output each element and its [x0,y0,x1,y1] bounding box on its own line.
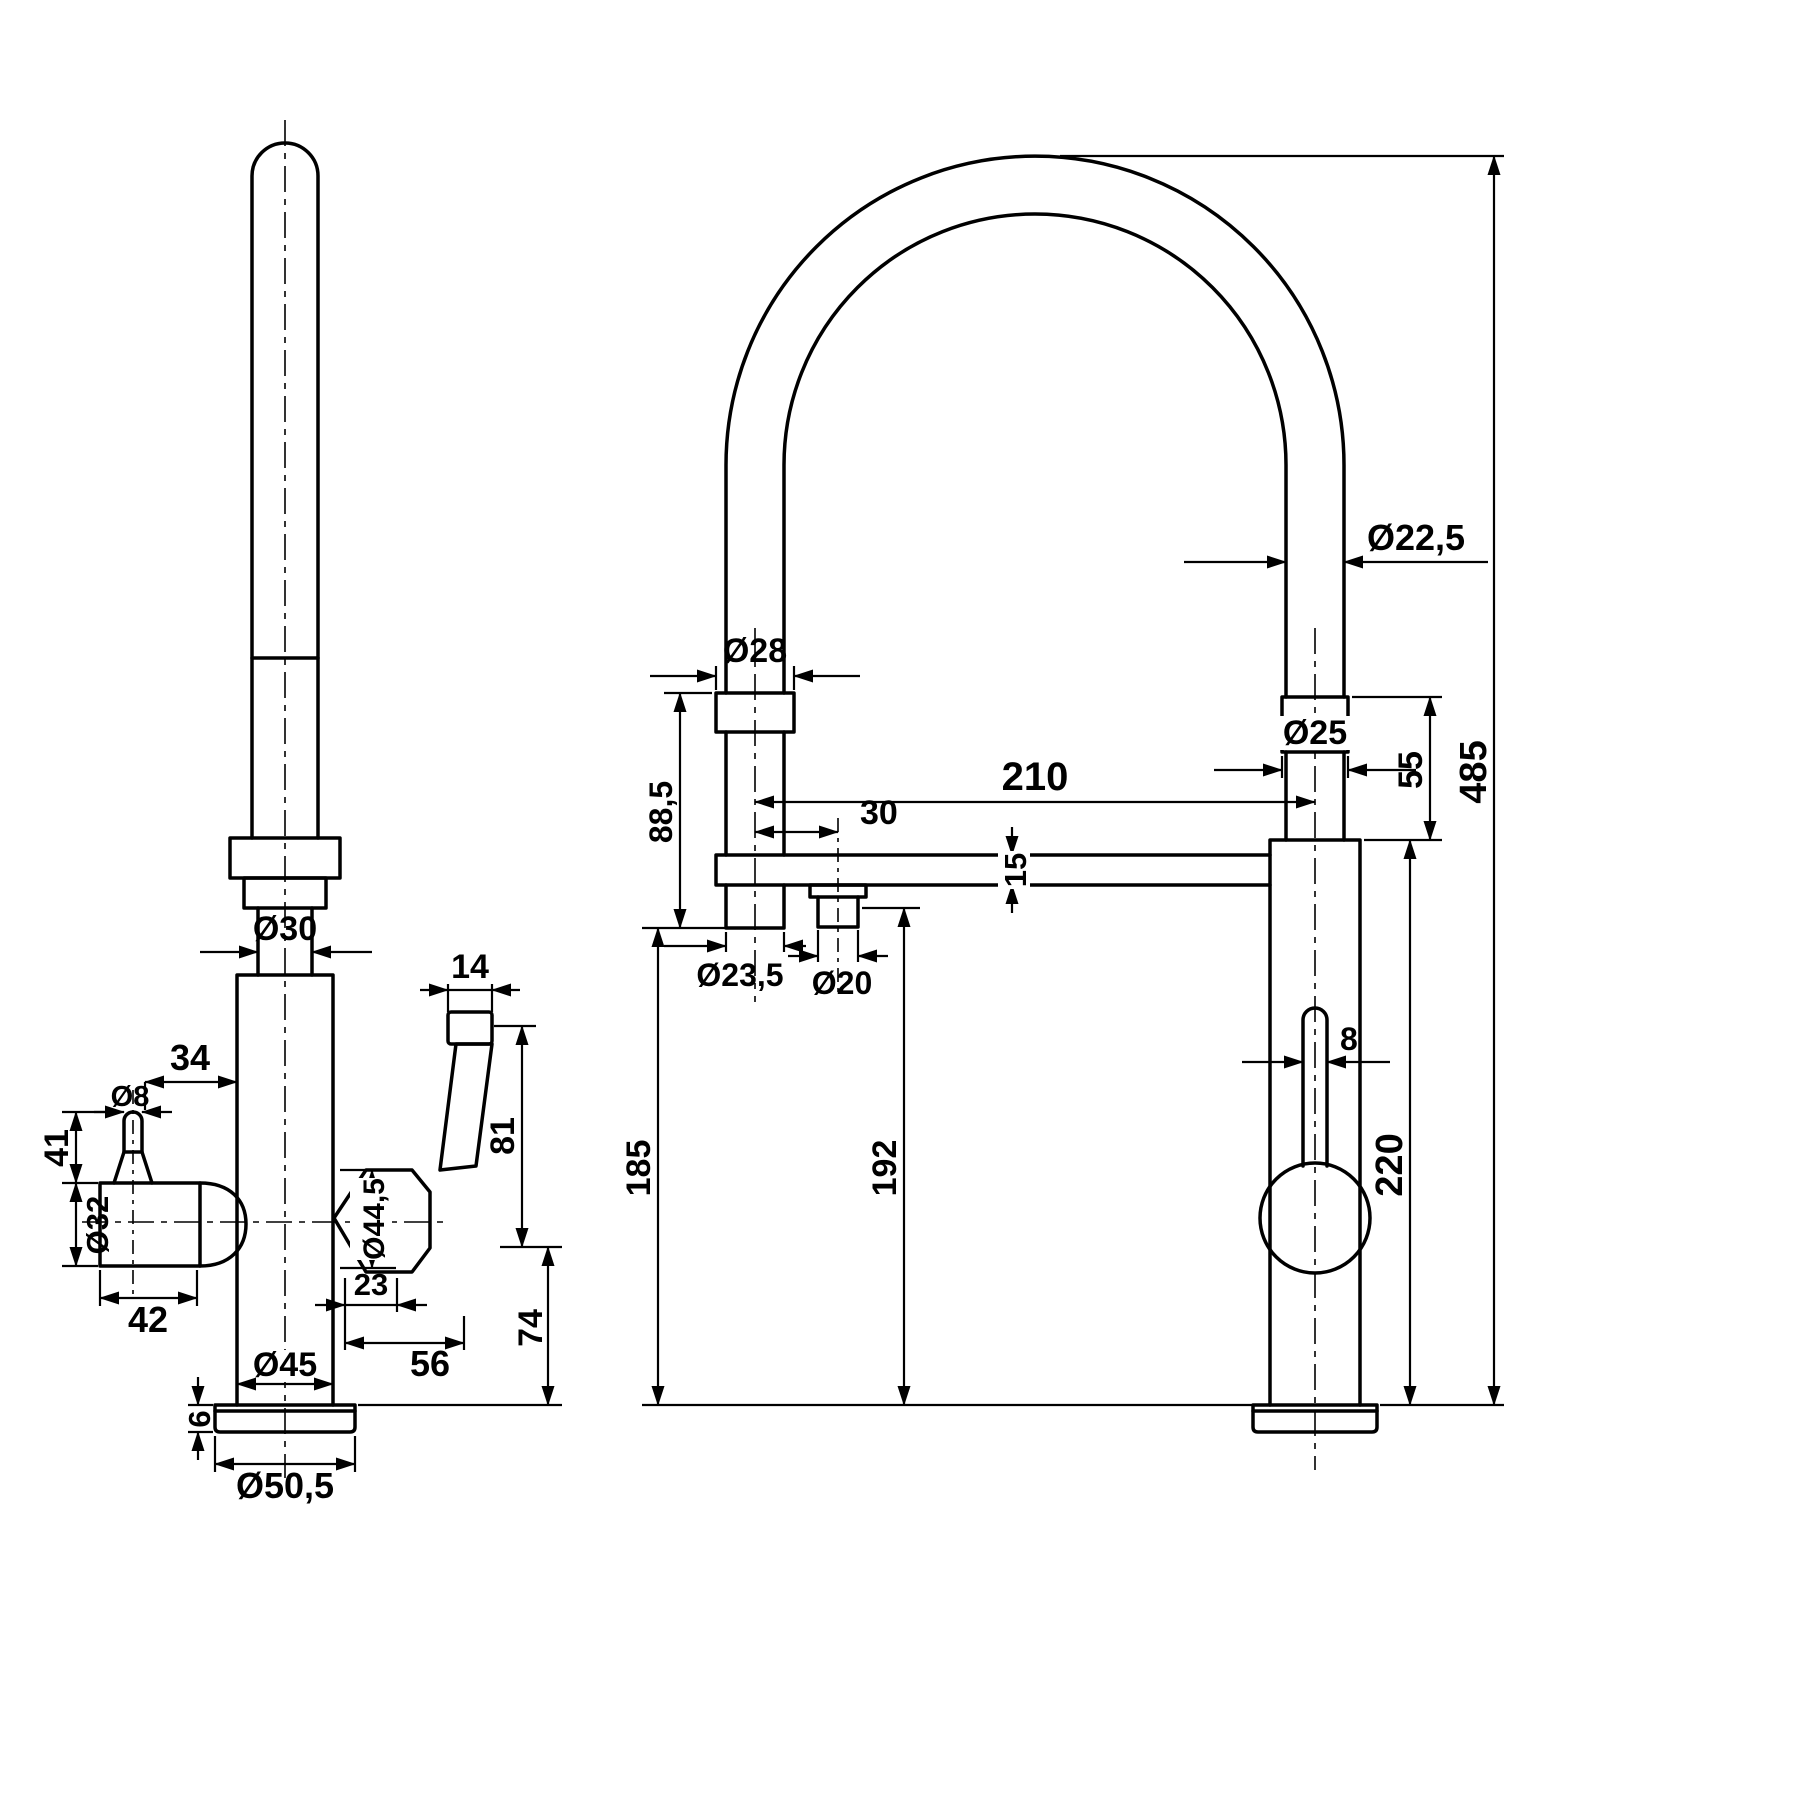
dim-label-cone-offset: 23 [354,1267,388,1302]
dim-label-nipple-diameter: Ø20 [812,965,872,1001]
right-base-flange [1251,1403,1379,1434]
handle-stick [1301,1006,1329,1168]
left-view-dimensions [62,945,562,1472]
right-view-centerlines [754,628,1316,1470]
side-valve-block [98,1181,202,1268]
dim-label-hose-end: Ø23,5 [696,957,783,993]
dim-label-total-height: 485 [1453,740,1495,803]
hose-inner-arc [782,212,1288,699]
hose-outer-arc [724,154,1346,699]
left-leg-collar [714,691,796,734]
dim-label-leg-spacing: 210 [1002,755,1069,799]
right-view-outline [714,154,1379,1434]
right-view-labels: Ø22,5 Ø28 Ø25 55 485 210 30 88,5 15 Ø23,… [620,517,1495,1197]
dim-label-nipple-offset: 30 [860,794,898,832]
dim-label-pivot-height: 74 [512,1309,550,1347]
dim-label-stick-diameter: 8 [1340,1021,1358,1057]
right-view: Ø22,5 Ø28 Ø25 55 485 210 30 88,5 15 Ø23,… [620,154,1504,1470]
dim-label-bar-thickness: 15 [998,853,1033,887]
dim-label-lever-tip: Ø8 [111,1081,150,1113]
nipple-body [816,895,860,929]
dim-label-spout-neck: Ø30 [253,910,317,948]
spout-tube [250,141,320,840]
spout-step [242,876,328,910]
handle-cap [446,1010,494,1046]
side-lever-taper [112,1150,154,1185]
dim-label-handle-reach: 56 [410,1343,450,1384]
right-body [1268,838,1362,1407]
dim-label-bar-to-base: 192 [866,1140,904,1197]
dim-label-hose-end-to-base: 185 [620,1140,658,1197]
dim-label-cone-diameter: Ø44,5 [358,1178,391,1260]
dim-label-base-diameter: Ø50,5 [236,1465,334,1506]
left-view: Ø30 14 34 Ø8 41 Ø32 42 Ø44,5 23 56 81 74… [38,120,562,1506]
dim-label-valve-body: Ø32 [80,1196,115,1255]
dim-label-collar-height: 55 [1392,751,1430,789]
dim-label-collar-drop: 88,5 [643,781,679,843]
dim-label-handle-height: 81 [484,1117,522,1155]
spout-neck [256,906,314,977]
dim-label-base-height: 6 [182,1410,217,1427]
base-flange [213,1403,357,1434]
dim-label-hose-diameter: Ø22,5 [1367,517,1465,558]
left-view-centerlines [82,120,448,1478]
dim-label-lever-height: 41 [38,1129,76,1167]
left-leg-stub [724,883,786,930]
faucet-body [235,973,335,1407]
dim-label-left-collar: Ø28 [723,632,787,670]
side-lever-tip [122,1110,144,1154]
dim-label-lever-offset: 34 [170,1037,210,1078]
dim-label-handle-cap-width: 14 [451,948,489,986]
dim-label-valve-length: 42 [128,1299,168,1340]
side-valve-dome [198,1181,248,1268]
dim-label-body-diameter: Ø45 [253,1346,317,1384]
dim-label-body-height: 220 [1369,1133,1411,1196]
handle-ball [1258,1161,1372,1275]
left-view-labels: Ø30 14 34 Ø8 41 Ø32 42 Ø44,5 23 56 81 74… [38,910,550,1506]
dim-label-right-collar: Ø25 [1283,714,1347,752]
left-view-outline [98,141,494,1434]
right-view-dimensions [642,154,1504,1407]
holder-bar [714,853,1272,887]
